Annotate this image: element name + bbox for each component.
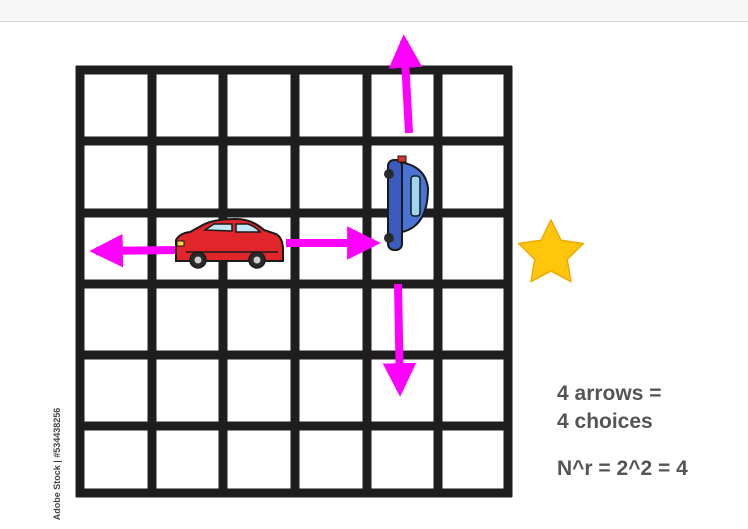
red-car-icon (175, 217, 284, 269)
star-icon (517, 219, 585, 283)
choices-note: 4 arrows = 4 choices N^r = 2^2 = 4 (557, 380, 737, 483)
blue-car-windshield (410, 175, 421, 217)
blue-car-icon (384, 155, 430, 251)
note-choices-count: 4 choices (557, 410, 653, 433)
red-car-hub-front (194, 256, 202, 264)
note-formula: N^r = 2^2 = 4 (557, 457, 688, 480)
arrow-left (89, 233, 179, 268)
stock-credit-text: Adobe Stock | #534438256 (52, 407, 62, 521)
red-car-window-rear (235, 223, 262, 233)
red-car-hub-rear (253, 256, 261, 264)
note-arrows-count: 4 arrows = (557, 382, 662, 405)
blue-car-wheel-top (384, 169, 394, 179)
red-car-headlight (176, 240, 185, 247)
arrow-down (382, 283, 417, 397)
blue-car-mirror-top (397, 155, 407, 163)
stock-watermark: Adobe Stock | #534438256 (50, 407, 64, 521)
red-car-window-front (202, 223, 233, 232)
browser-top-bar (0, 0, 748, 22)
arrow-up (388, 34, 423, 134)
direction-arrows (89, 34, 423, 397)
grid (75, 65, 513, 498)
blue-car-wheel-bottom (384, 233, 394, 243)
blue-car-body (387, 159, 403, 251)
